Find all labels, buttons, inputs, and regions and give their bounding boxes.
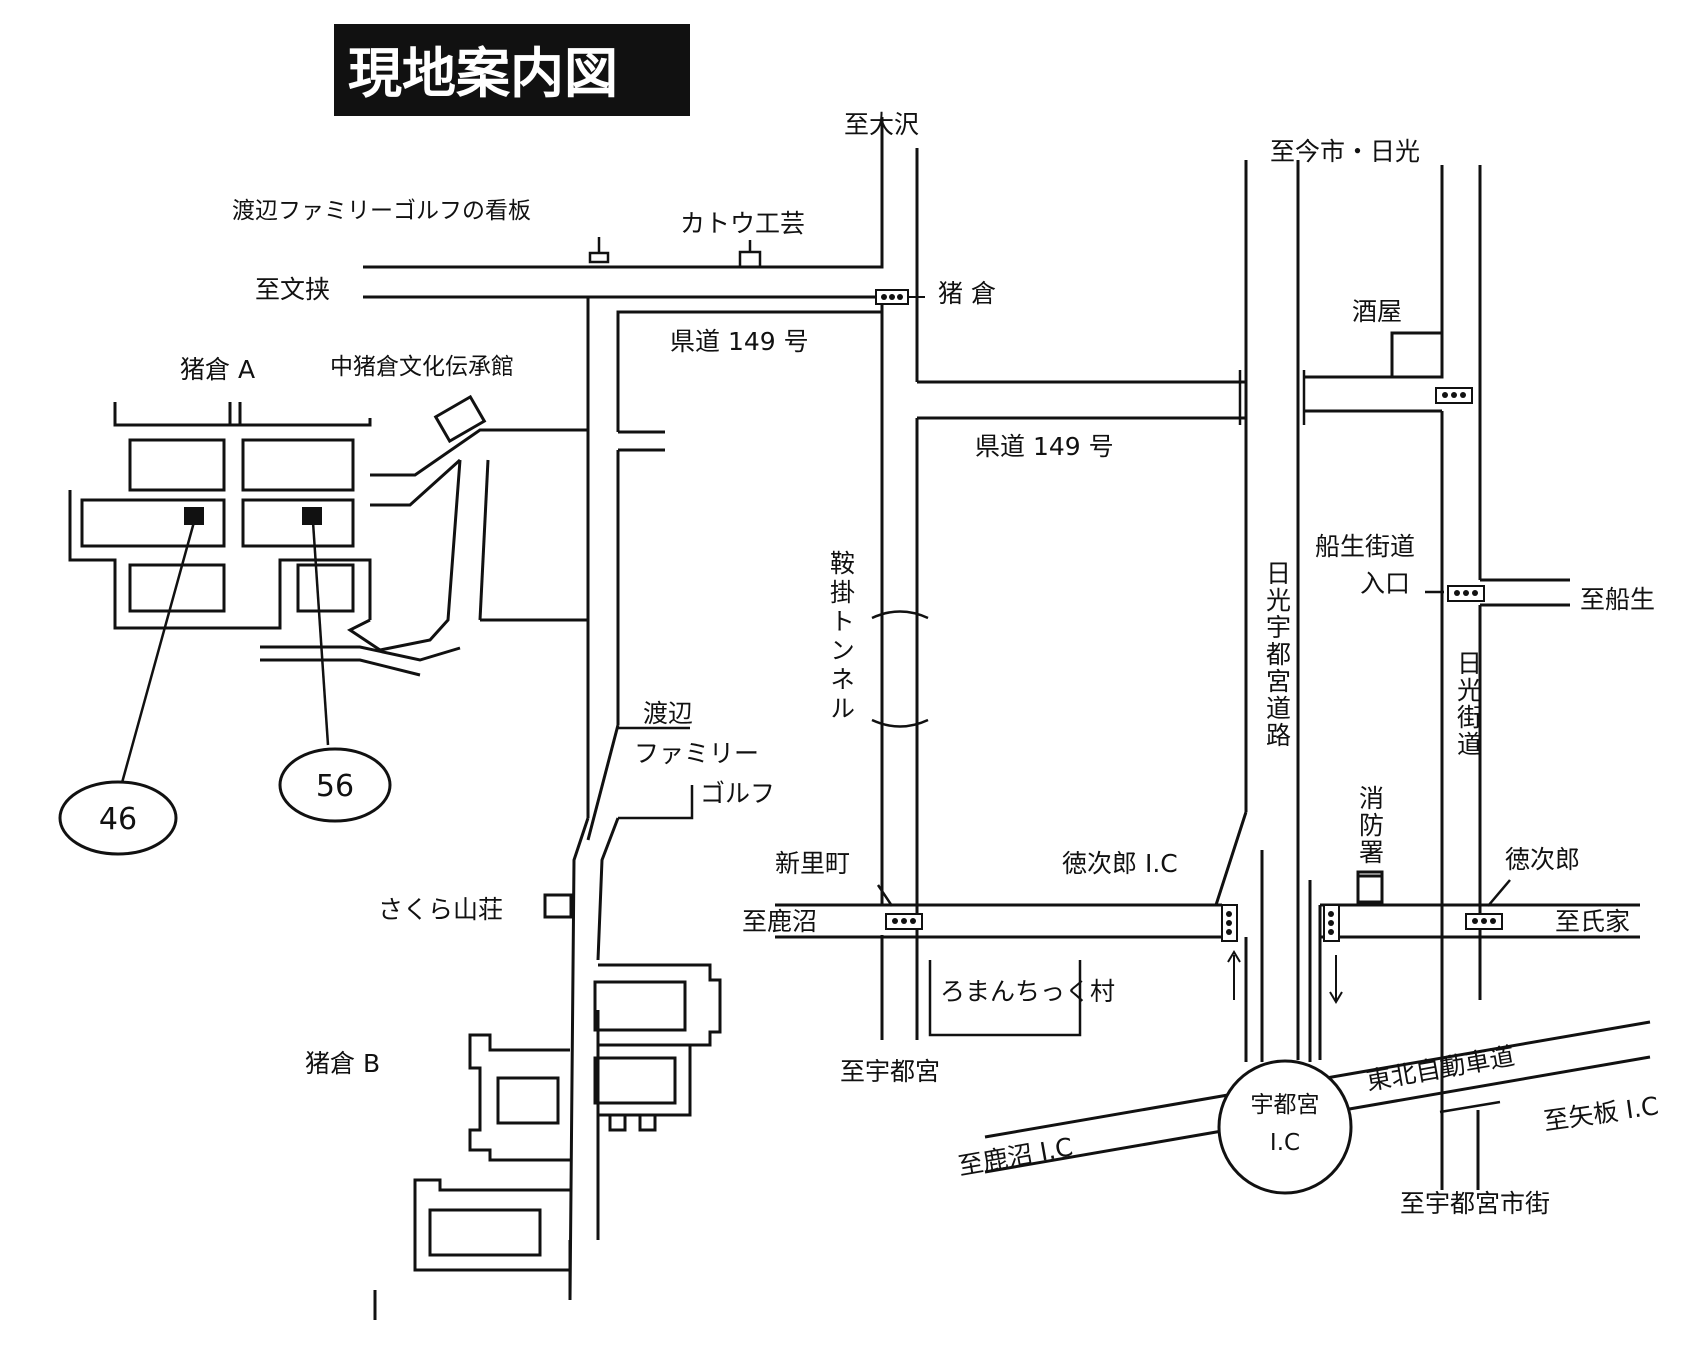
map-labels: 至大沢 至今市・日光 渡辺ファミリーゴルフの看板 カトウ工芸 至文挟 猪 倉 酒…: [180, 110, 1660, 1218]
label-ikura-b: 猪倉 B: [305, 1049, 380, 1078]
label-tohoku-expressway: 東北自動車道: [1364, 1041, 1517, 1096]
label-to-imaichi-nikko: 至今市・日光: [1270, 137, 1420, 166]
traffic-signal-sakaya: [1435, 387, 1473, 404]
label-kendo-149-mid: 県道 149 号: [975, 432, 1114, 461]
naka-ikura-building: [433, 394, 487, 444]
label-golf: ゴルフ: [700, 779, 775, 808]
label-naka-ikura-bunka: 中猪倉文化伝承館: [330, 354, 514, 380]
road-network: [68, 117, 1651, 1320]
label-shobosho: 消防署: [1356, 785, 1385, 866]
utsunomiya-ic-circle: [1217, 1059, 1353, 1195]
label-ikura: 猪 倉: [938, 279, 996, 308]
label-funyu-kaido: 船生街道: [1315, 532, 1415, 561]
label-to-utsunomiya: 至宇都宮: [840, 1057, 940, 1086]
label-sakura-sanso: さくら山荘: [378, 895, 503, 924]
label-tokujiro-ic: 徳次郎 I.C: [1062, 849, 1178, 878]
traffic-signal-tokujiro-ic-east: [1323, 904, 1340, 942]
label-funyu-iriguchi: 入口: [1360, 569, 1410, 598]
label-to-kanuma-ic: 至鹿沼 I.C: [956, 1132, 1075, 1181]
label-to-yaita-ic: 至矢板 I.C: [1542, 1091, 1661, 1136]
svg-text:現地案内図: 現地案内図: [348, 42, 618, 105]
label-to-kanuma: 至鹿沼: [742, 907, 817, 936]
label-tokujiro: 徳次郎: [1505, 845, 1580, 874]
traffic-signal-funyu: [1447, 585, 1485, 602]
traffic-signal-tokujiro: [1465, 913, 1503, 930]
marker-56: 56: [278, 747, 392, 823]
label-watanabe: 渡辺: [643, 699, 693, 728]
label-to-osawa: 至大沢: [844, 110, 919, 139]
label-romantic-mura: ろまんちっく村: [940, 977, 1115, 1006]
kato-kogei-building: [738, 250, 762, 267]
romantic-mura-area: [928, 960, 1082, 1037]
label-family: ファミリー: [634, 739, 759, 768]
marker-46: 46: [58, 780, 178, 856]
label-golf-sign: 渡辺ファミリーゴルフの看板: [232, 198, 531, 224]
label-utsunomiya-ic-suffix: I.C: [1270, 1130, 1300, 1156]
label-to-bunkyo: 至文挟: [255, 275, 330, 304]
map-title: 現地案内図: [334, 24, 690, 116]
golf-sign-marker: [588, 251, 610, 264]
sakaya-building: [1390, 331, 1444, 379]
label-kato-kogei: カトウ工芸: [680, 209, 805, 238]
label-ikura-a: 猪倉 A: [180, 355, 255, 384]
pointer-56: [311, 521, 330, 746]
ikura-b-block: [373, 963, 722, 1320]
label-kuragake-tunnel: 鞍掛トンネル: [827, 550, 856, 724]
label-utsunomiya-ic-name: 宇都宮: [1251, 1092, 1320, 1118]
traffic-signal-ikura: [875, 289, 925, 305]
label-nikko-utsunomiya-doro: 日光宇都宮道路: [1263, 560, 1292, 749]
label-shinsatomachi: 新里町: [775, 849, 850, 878]
label-to-utsunomiya-shigai: 至宇都宮市街: [1400, 1189, 1550, 1218]
road-bunkyo-north: [363, 117, 884, 269]
pointer-46: [118, 521, 196, 791]
road-kendo149-left-outer: [616, 297, 884, 432]
svg-text:56: 56: [316, 769, 354, 804]
svg-text:46: 46: [99, 802, 137, 837]
ikura-a-block: [68, 402, 588, 677]
label-sakaya: 酒屋: [1352, 297, 1402, 326]
label-to-funyu: 至船生: [1580, 585, 1655, 614]
label-nikko-kaido: 日光街道: [1454, 650, 1483, 758]
label-kendo-149-top: 県道 149 号: [670, 327, 809, 356]
traffic-signal-tokujiro-ic-west: [1221, 904, 1238, 942]
sakura-sanso-building: [543, 893, 573, 919]
traffic-signal-shinsato: [885, 913, 923, 930]
label-to-ujiie: 至氏家: [1555, 907, 1630, 936]
